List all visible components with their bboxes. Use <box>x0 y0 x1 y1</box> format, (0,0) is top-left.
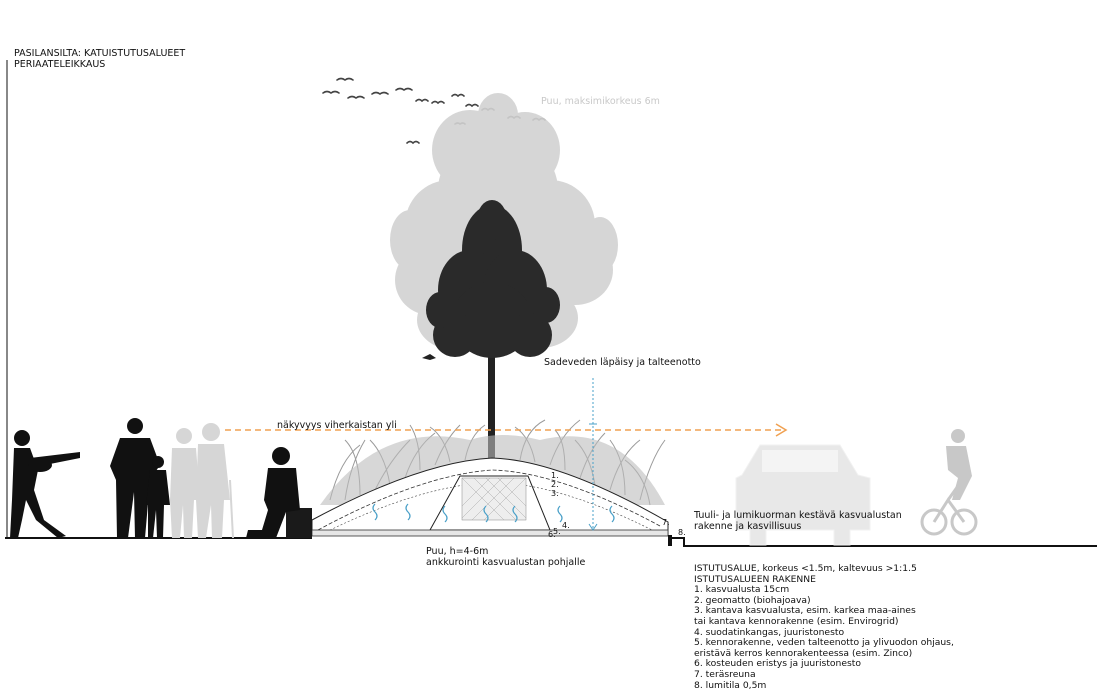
cyclist-silhouette <box>920 485 978 536</box>
seated-person-silhouette <box>246 447 300 538</box>
tree-max-label: Puu, maksimikorkeus 6m <box>541 96 660 107</box>
rainwater-label: Sadeveden läpäisy ja talteenotto <box>544 357 701 368</box>
spec-item: 7. teräsreuna <box>694 668 756 680</box>
elderly-couple-silhouette <box>170 423 234 539</box>
ground-line <box>5 537 1097 547</box>
child-silhouette <box>146 456 170 538</box>
growing-layer-line <box>317 469 661 531</box>
drainage-layer <box>311 529 669 537</box>
spec-item: eristävä kerros kennorakenteessa (esim. … <box>694 647 913 659</box>
tree-base-label: Puu, h=4-6m ankkurointi kasvualustan poh… <box>426 546 585 568</box>
layer-number-8: 8. <box>678 528 686 537</box>
perched-bird-icon <box>422 354 436 360</box>
wind-line-2: rakenne ja kasvillisuus <box>694 521 802 532</box>
tree-base-line-1: Puu, h=4-6m <box>426 546 489 557</box>
guitarist-silhouette <box>10 430 80 538</box>
tree-trunk <box>488 340 495 460</box>
visibility-label: näkyvyys viherkaistan yli <box>277 420 397 431</box>
layer-number-5: 5. <box>553 527 561 536</box>
wind-snow-label: Tuuli- ja lumikuorman kestävä kasvualust… <box>694 510 902 532</box>
spec-item: 8. lumitila 0,5m <box>694 679 767 691</box>
bench <box>286 508 312 538</box>
spec-item: 1. kasvualusta 15cm <box>694 584 790 596</box>
water-flow-icons <box>372 503 615 523</box>
title-line-2: PERIAATELEIKKAUS <box>14 59 106 70</box>
layer-number-6: 6. <box>548 530 556 539</box>
tree <box>426 200 560 460</box>
spec-item: 5. kennorakenne, veden talteenotto ja yl… <box>694 637 954 649</box>
spec-heading-2: ISTUTUSALUEEN RAKENNE <box>694 573 816 585</box>
layer-number-3: 3. <box>551 489 559 498</box>
car-silhouette <box>735 444 871 546</box>
spec-heading-1: ISTUTUSALUE, korkeus <1.5m, kaltevuus >1… <box>694 563 917 574</box>
layer-number-1: 1. <box>551 471 559 480</box>
layer-number-4: 4. <box>562 521 570 530</box>
spec-item: 2. geomatto (biohajoava) <box>694 594 811 606</box>
title-line-1: PASILANSILTA: KATUISTUTUSALUEET <box>14 48 186 59</box>
spec-item: tai kantava kennorakenne (esim. Envirogr… <box>694 615 899 627</box>
spec-legend: ISTUTUSALUE, korkeus <1.5m, kaltevuus >1… <box>694 563 954 691</box>
layer-number-2: 2. <box>551 480 559 489</box>
diagram-title: PASILANSILTA: KATUISTUTUSALUEET PERIAATE… <box>14 48 185 70</box>
layer-number-7: 7. <box>662 518 670 527</box>
wind-line-1: Tuuli- ja lumikuorman kestävä kasvualust… <box>694 510 902 521</box>
root-cell-hatch <box>461 477 527 521</box>
planting-mound <box>311 457 669 537</box>
structural-layer-line <box>325 481 653 533</box>
spec-item: 3. kantava kasvualusta, esim. karkea maa… <box>694 605 916 617</box>
tree-base-line-2: ankkurointi kasvualustan pohjalle <box>426 557 586 568</box>
man-silhouette <box>110 418 160 538</box>
steel-edge <box>668 535 672 546</box>
spec-item: 4. suodatinkangas, juuristonesto <box>694 626 845 638</box>
spec-item: 6. kosteuden eristys ja juuristonesto <box>694 658 862 670</box>
